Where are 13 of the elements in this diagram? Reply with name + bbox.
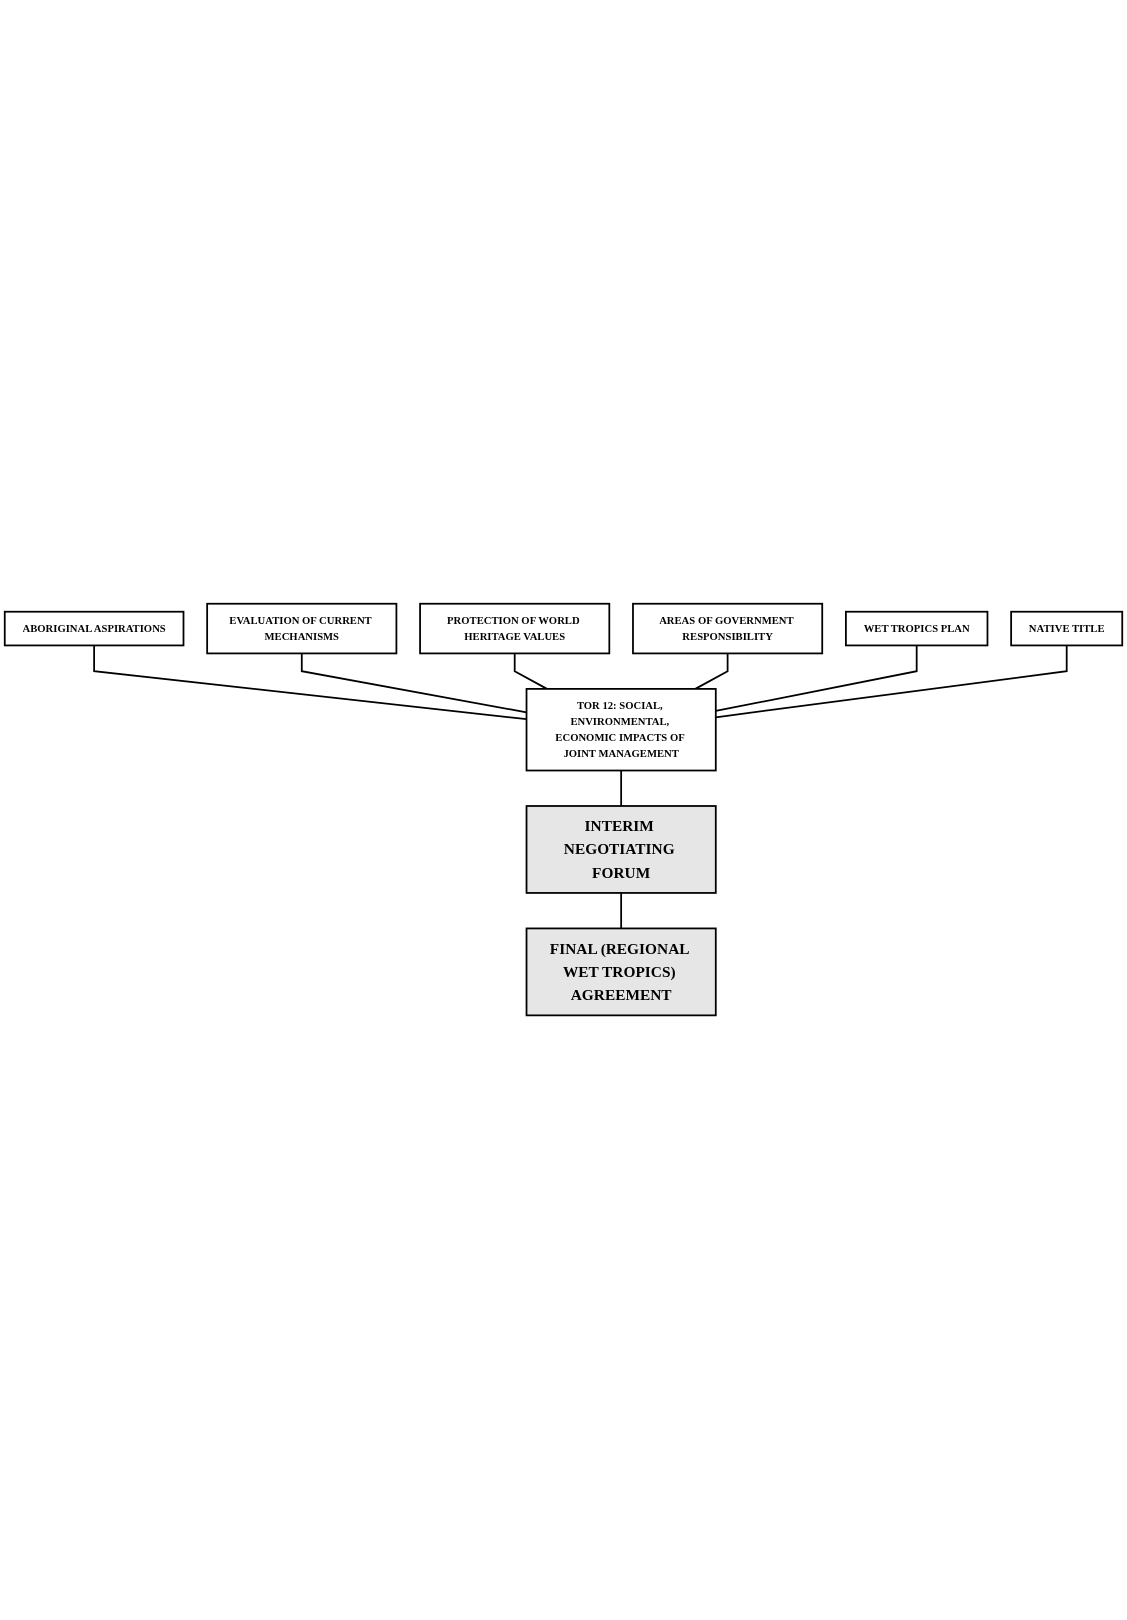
connector bbox=[513, 652, 548, 691]
node-box: NATIVE TITLE bbox=[1010, 611, 1124, 647]
connector bbox=[620, 892, 623, 930]
node-box: EVALUATION OF CURRENT MECHANISMS bbox=[206, 603, 398, 655]
node-box: AREAS OF GOVERNMENT RESPONSIBILITY bbox=[632, 603, 824, 655]
connector bbox=[694, 652, 729, 691]
node-box: PROTECTION OF WORLD HERITAGE VALUES bbox=[419, 603, 611, 655]
node-box: INTERIM NEGOTIATING FORUM bbox=[525, 805, 717, 895]
connector bbox=[620, 770, 623, 808]
node-box: ABORIGINAL ASPIRATIONS bbox=[3, 611, 185, 647]
node-box: TOR 12: SOCIAL, ENVIRONMENTAL, ECONOMIC IMPACTS OF JOINT MANAGEMENT bbox=[525, 688, 717, 772]
node-box: WET TROPICS PLAN bbox=[845, 611, 989, 647]
node-box: FINAL (REGIONAL WET TROPICS) AGREEMENT bbox=[525, 928, 717, 1017]
